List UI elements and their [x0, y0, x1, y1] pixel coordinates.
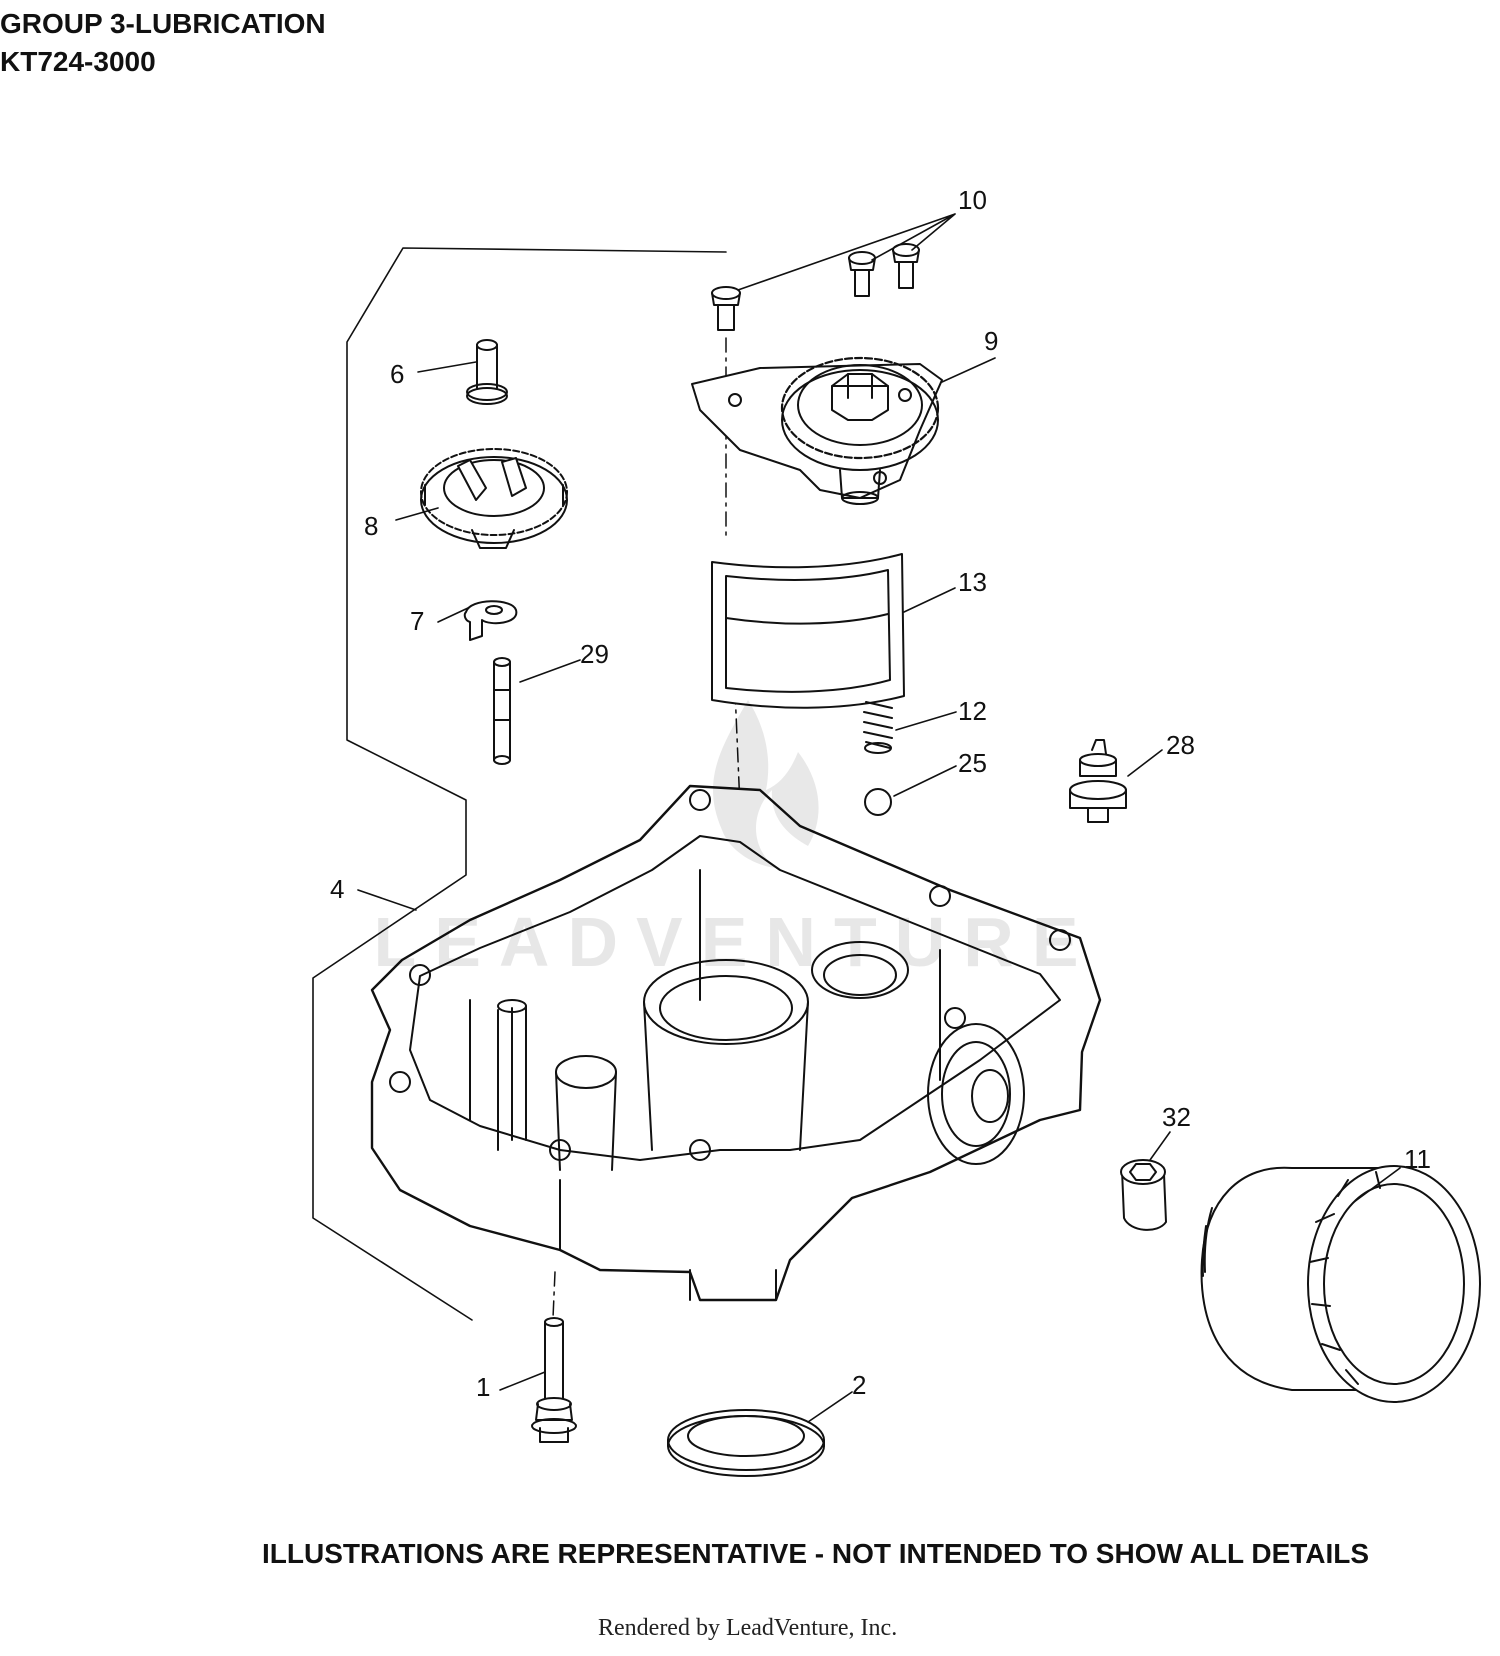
callout-6: 6: [390, 359, 404, 389]
oil-screen-part: [711, 553, 905, 709]
shaft-part: [493, 657, 511, 765]
callout-13: 13: [958, 567, 987, 597]
oil-pressure-sensor-part: [1069, 739, 1127, 823]
screw-part: [711, 286, 741, 331]
oil-filter-part: [1200, 1165, 1481, 1403]
oil-seal-part: [667, 1409, 825, 1477]
callout-29: 29: [580, 639, 609, 669]
page-title: GROUP 3-LUBRICATION: [0, 8, 326, 39]
callout-28: 28: [1166, 730, 1195, 760]
screw-part: [848, 251, 876, 297]
governor-gear-part: [420, 448, 568, 549]
callout-1: 1: [476, 1372, 490, 1402]
watermark: LEADVENTURE: [373, 700, 1096, 981]
ball-part: [864, 788, 892, 816]
bolt-part: [531, 1317, 577, 1443]
callout-12: 12: [958, 696, 987, 726]
callout-4: 4: [330, 874, 344, 904]
model-number: KT724-3000: [0, 46, 156, 77]
leader-lines: [357, 213, 1401, 1423]
callout-10: 10: [958, 185, 987, 215]
alignment-line: [552, 1271, 556, 1319]
callout-9: 9: [984, 326, 998, 356]
flame-logo: [712, 700, 819, 868]
callout-7: 7: [410, 606, 424, 636]
oil-pump-part: [691, 356, 943, 505]
threaded-fitting-part: [1120, 1159, 1167, 1231]
group-bracket-line: [312, 247, 727, 1321]
disclaimer-note: ILLUSTRATIONS ARE REPRESENTATIVE - NOT I…: [262, 1538, 1370, 1569]
oil-pan-part: [370, 784, 1102, 1302]
spring-part: [863, 701, 893, 754]
callout-11: 11: [1404, 1144, 1431, 1174]
render-credit: Rendered by LeadVenture, Inc.: [598, 1615, 898, 1641]
screw-part: [892, 243, 920, 289]
callout-32: 32: [1162, 1102, 1191, 1132]
callout-25: 25: [958, 748, 987, 778]
callout-2: 2: [852, 1370, 866, 1400]
pin-part: [466, 339, 508, 405]
locking-tab-part: [463, 600, 518, 641]
watermark-text: LEADVENTURE: [373, 903, 1096, 981]
callout-8: 8: [364, 511, 378, 541]
